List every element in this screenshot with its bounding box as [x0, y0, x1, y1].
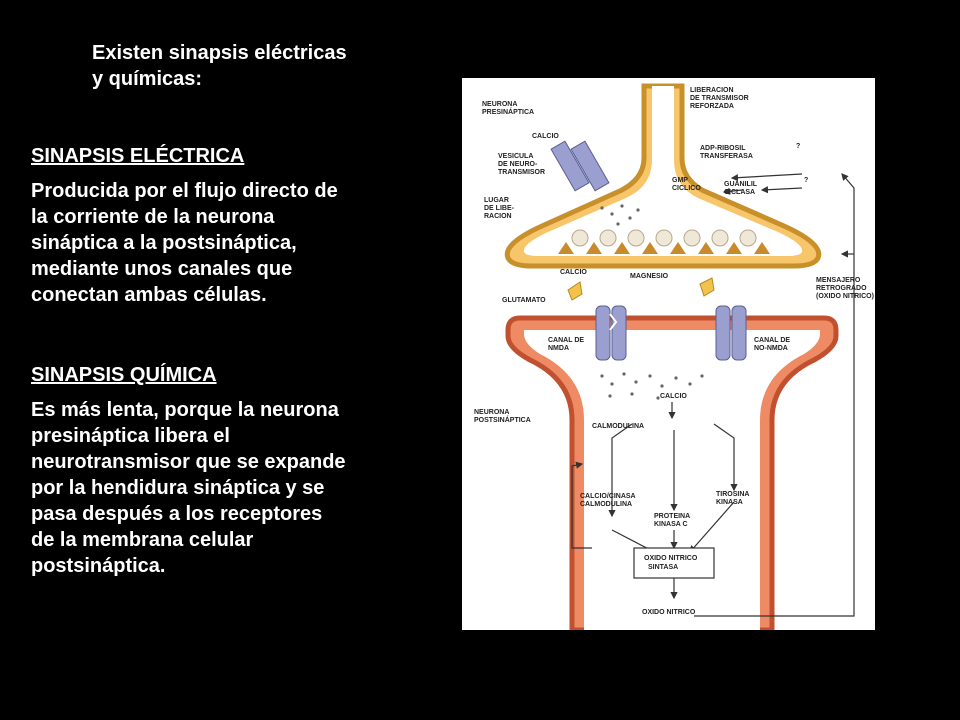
- release-site: [614, 242, 630, 254]
- label-calcio-mid: CALCIO: [560, 269, 587, 276]
- paragraph-electrica: Producida por el flujo directo de la cor…: [31, 178, 421, 308]
- arrow: [571, 461, 592, 549]
- electrica-line: la corriente de la neurona: [31, 206, 275, 228]
- arrow: [694, 173, 855, 617]
- label-calmodulina: CALMODULINA: [592, 423, 644, 430]
- intro-text: Existen sinapsis eléctricas y químicas:: [92, 40, 422, 92]
- arrow: [713, 423, 738, 492]
- paragraph-quimica: Es más lenta, porque la neurona presináp…: [31, 397, 421, 579]
- channel-half: [550, 140, 590, 192]
- vesicle: [683, 229, 701, 247]
- label-glutamato: GLUTAMATO: [502, 297, 546, 304]
- calcium-ions-top: [600, 204, 640, 226]
- release-site: [754, 242, 770, 254]
- vesicle: [711, 229, 729, 247]
- calcium-ions-post: [600, 372, 704, 400]
- channel-half: [611, 305, 627, 361]
- heading-sinapsis-quimica: SINAPSIS QUÍMICA: [31, 364, 217, 386]
- quimica-line: pasa después a los receptores: [31, 503, 323, 525]
- quimica-line: postsináptica.: [31, 555, 166, 577]
- vesicle: [627, 229, 645, 247]
- intro-line-2: y químicas:: [92, 68, 203, 90]
- channel-half: [715, 305, 731, 361]
- channel-half: [731, 305, 747, 361]
- heading-sinapsis-electrica: SINAPSIS ELÉCTRICA: [31, 145, 245, 167]
- nmda-channel: [595, 305, 627, 361]
- quimica-line: por la hendidura sináptica y se: [31, 477, 325, 499]
- vesicle: [739, 229, 757, 247]
- arrow: [722, 187, 743, 195]
- vesicle: [655, 229, 673, 247]
- vesicle: [571, 229, 589, 247]
- label-question-1: ?: [796, 143, 800, 150]
- quimica-line: de la membrana celular: [31, 529, 254, 551]
- release-site: [698, 242, 714, 254]
- label-magnesio: MAGNESIO: [630, 273, 669, 280]
- release-site: [670, 242, 686, 254]
- vesicles: [571, 229, 757, 247]
- intro-line-1: Existen sinapsis eléctricas: [92, 42, 347, 64]
- label-calcio-top: CALCIO: [532, 133, 559, 140]
- channel-half: [570, 140, 610, 192]
- label-oxido-nitrico: OXIDO NITRICO: [642, 609, 696, 616]
- electrica-line: Producida por el flujo directo de: [31, 180, 338, 202]
- release-site: [642, 242, 658, 254]
- pathway-arrows: [571, 173, 855, 617]
- label-calcio-low: CALCIO: [660, 393, 687, 400]
- arrow: [608, 423, 633, 518]
- nos-box: [633, 547, 715, 579]
- quimica-line: presináptica libera el: [31, 425, 230, 447]
- arrow: [760, 186, 803, 194]
- non-nmda-channel: [715, 305, 747, 361]
- vesicle: [599, 229, 617, 247]
- arrow: [689, 501, 735, 553]
- channel-half: [595, 305, 611, 361]
- release-sites: [558, 242, 770, 254]
- release-site: [558, 242, 574, 254]
- quimica-line: neurotransmisor que se expande: [31, 451, 346, 473]
- label-question-2: ?: [804, 177, 808, 184]
- electrica-line: sináptica a la postsináptica,: [31, 232, 297, 254]
- quimica-line: Es más lenta, porque la neurona: [31, 399, 339, 421]
- release-site: [586, 242, 602, 254]
- electrica-line: conectan ambas células.: [31, 284, 267, 306]
- glutamate-molecules: [567, 277, 715, 301]
- electrica-line: mediante unos canales que: [31, 258, 293, 280]
- release-site: [726, 242, 742, 254]
- arrow: [730, 173, 803, 182]
- postsynaptic-interior: [524, 330, 820, 630]
- presynaptic-calcium-channel: [550, 140, 610, 192]
- presynaptic-interior: [523, 86, 803, 256]
